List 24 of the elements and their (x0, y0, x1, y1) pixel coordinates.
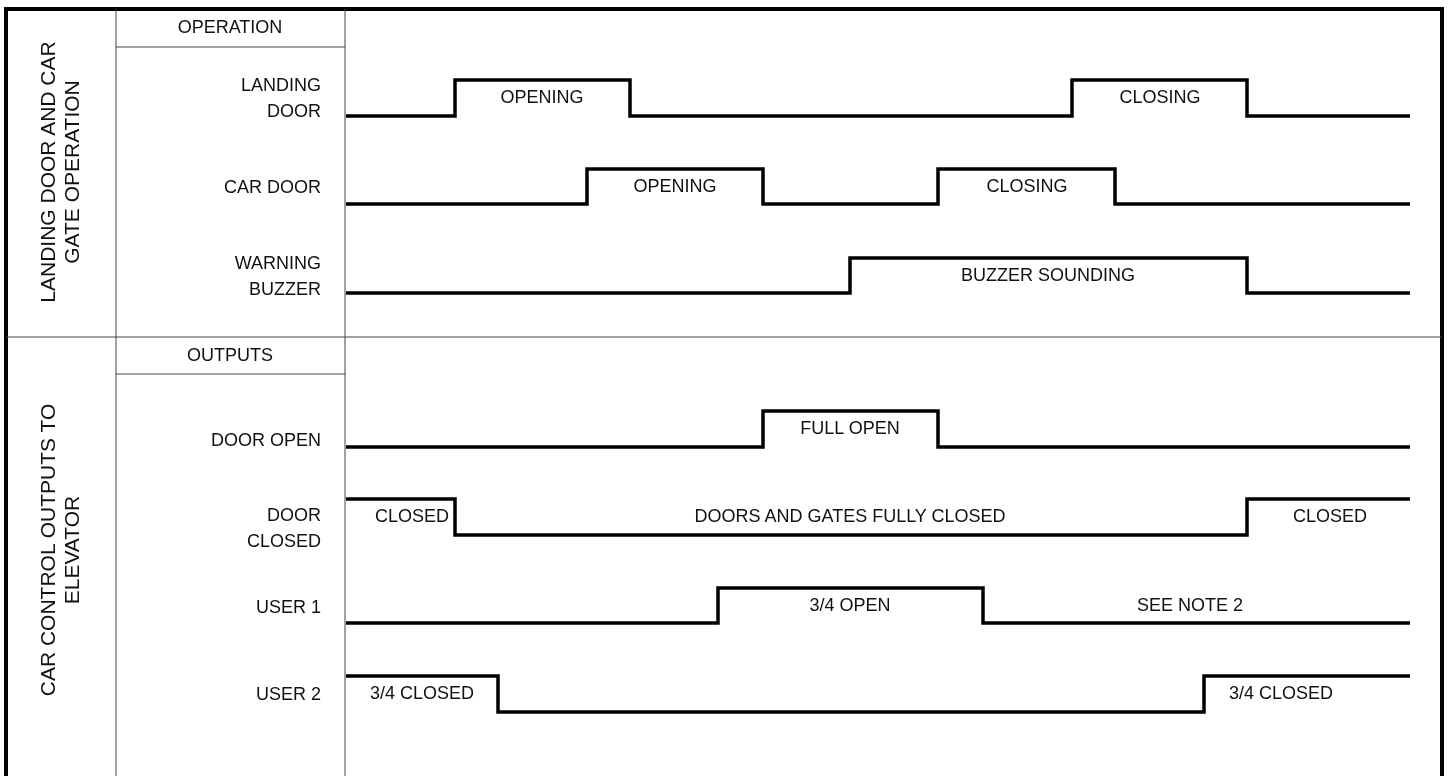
state-label: BUZZER SOUNDING (961, 265, 1135, 287)
state-label: CLOSING (1119, 87, 1201, 109)
state-label: FULL OPEN (800, 418, 900, 440)
state-label: OPENING (500, 87, 584, 109)
state-label: 3/4 OPEN (809, 595, 891, 617)
signal-name: DOOR OPEN (210, 428, 321, 452)
group-label: CAR CONTROL OUTPUTS TO ELEVATOR (35, 402, 84, 699)
signal-name: DOOR CLOSED (245, 503, 321, 553)
state-label: DOORS AND GATES FULLY CLOSED (694, 506, 1006, 528)
state-label: CLOSED (1293, 506, 1367, 528)
signal-name: USER 2 (254, 682, 321, 706)
group-label: LANDING DOOR AND CAR GATE OPERATION (35, 40, 84, 305)
state-label: 3/4 CLOSED (1229, 683, 1333, 705)
state-label: OPENING (633, 176, 717, 198)
signal-name: LANDING DOOR (240, 73, 321, 123)
signal-name: WARNING BUZZER (233, 251, 321, 301)
state-label: 3/4 CLOSED (370, 683, 474, 705)
column-header: OUTPUTS (187, 345, 273, 367)
state-label: CLOSED (375, 506, 449, 528)
column-header: OPERATION (177, 17, 283, 39)
state-label: SEE NOTE 2 (1137, 595, 1243, 617)
signal-name: USER 1 (254, 595, 321, 619)
signal-name: CAR DOOR (223, 175, 321, 199)
state-label: CLOSING (986, 176, 1068, 198)
